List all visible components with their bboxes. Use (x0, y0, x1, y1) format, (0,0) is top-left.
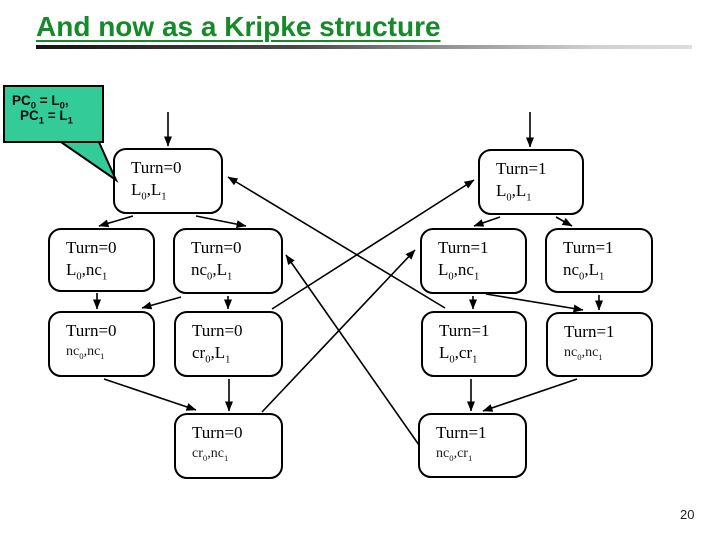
state-vars-label: L0,nc1 (66, 260, 108, 283)
state-turn-label: Turn=1 (496, 159, 547, 178)
state-vars-label: L0,cr1 (439, 343, 478, 366)
state-node-turn0-nc0-l1: Turn=0 nc0,L1 (173, 228, 283, 294)
callout-line-2: PC1 = L1 (20, 108, 73, 127)
state-vars-label: nc0,L1 (563, 260, 605, 283)
callout-line-1: PC0 = L0, (12, 93, 69, 112)
state-vars-label: nc0,L1 (191, 260, 233, 283)
state-turn-label: Turn=1 (436, 423, 487, 442)
state-node-turn1-nc0-nc1: Turn=1 nc0,nc1 (546, 312, 653, 377)
callout-annotation: PC0 = L0, PC1 = L1 (3, 85, 104, 143)
state-vars-label: cr0,L1 (192, 343, 231, 366)
state-vars-label: nc0,cr1 (436, 446, 473, 463)
state-node-turn1-nc0-cr1: Turn=1 nc0,cr1 (418, 413, 527, 478)
state-vars-label: nc0,nc1 (564, 345, 603, 362)
state-vars-label: L0,L1 (496, 181, 532, 204)
slide-title: And now as a Kripke structure (36, 11, 441, 42)
title-underline-rule (36, 45, 692, 49)
state-turn-label: Turn=1 (439, 321, 490, 340)
page-number: 20 (680, 507, 695, 522)
state-turn-label: Turn=1 (564, 322, 615, 341)
state-turn-label: Turn=1 (563, 238, 614, 257)
state-turn-label: Turn=1 (438, 238, 489, 257)
state-turn-label: Turn=0 (192, 321, 243, 340)
state-turn-label: Turn=0 (66, 321, 117, 340)
state-node-turn1-nc0-l1: Turn=1 nc0,L1 (545, 228, 653, 293)
state-vars-label: cr0,nc1 (192, 446, 229, 463)
state-vars-label: nc0,nc1 (66, 344, 105, 361)
state-node-turn0-cr0-nc1: Turn=0 cr0,nc1 (174, 413, 283, 479)
state-vars-label: L0,nc1 (438, 260, 480, 283)
state-turn-label: Turn=0 (191, 238, 242, 257)
state-node-turn0-nc0-nc1: Turn=0 nc0,nc1 (48, 311, 155, 377)
state-turn-label: Turn=0 (66, 238, 117, 257)
state-turn-label: Turn=0 (131, 158, 182, 177)
state-node-turn0-cr0-l1: Turn=0 cr0,L1 (174, 311, 283, 377)
state-vars-label: L0,L1 (131, 180, 167, 203)
state-turn-label: Turn=0 (192, 423, 243, 442)
